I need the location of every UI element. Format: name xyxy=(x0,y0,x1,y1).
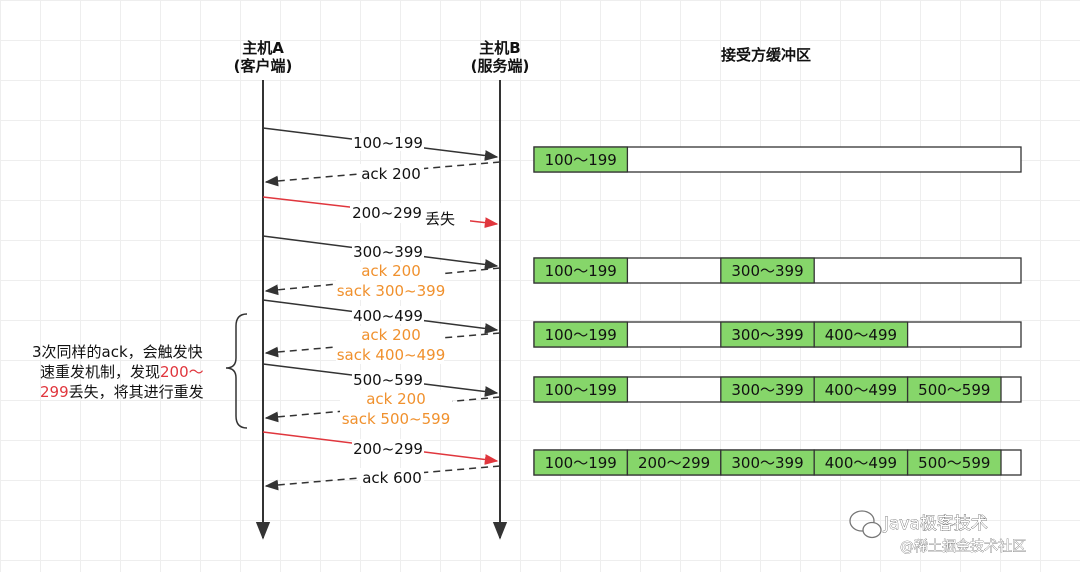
buffer-cell-filled xyxy=(813,376,909,403)
lost-text: 丢失 xyxy=(425,210,455,228)
buffer-cell-filled xyxy=(720,376,815,403)
note-line-1: 3次同样的ack，会触发快 xyxy=(32,343,203,361)
lost-segment-label: 200~299 xyxy=(352,204,422,222)
label-bg xyxy=(336,326,444,364)
ack-label: ack 200 xyxy=(361,326,421,344)
segment-label: 400~499 xyxy=(353,307,423,325)
brace xyxy=(225,313,248,429)
receive-buffer: 100～199 100～199 300～399 100～199 300～399 400～4… xyxy=(533,146,1022,476)
label-bg xyxy=(352,439,424,457)
buffer-cell-label: 300～399 xyxy=(731,381,803,399)
sack-arrow xyxy=(264,332,501,358)
note-line-2-highlight: 200～ xyxy=(160,363,204,381)
buffer-cell-label: 100～199 xyxy=(545,151,617,169)
buffer-cell-filled xyxy=(720,257,815,284)
buffer-cell-label: 400～499 xyxy=(825,454,897,472)
note-line-3: 299丢失，将其进行重发 xyxy=(40,383,204,401)
label-bg xyxy=(336,262,444,300)
buffer-cell-filled xyxy=(813,321,909,348)
watermark-title: Java极客技术 xyxy=(883,514,988,534)
buffer-cell-label: 500～599 xyxy=(918,381,990,399)
host-b-subtitle: (服务端) xyxy=(471,57,530,75)
buffer-cell-filled xyxy=(906,449,1002,476)
segment-label: 100~199 xyxy=(353,134,423,152)
sack-arrow xyxy=(264,396,501,423)
ack-arrow xyxy=(264,465,501,491)
label-bg xyxy=(358,164,424,182)
buffer-cell-filled xyxy=(906,376,1002,403)
sack-arrow xyxy=(264,267,501,296)
buffer-cell-label: 100～199 xyxy=(545,381,617,399)
label-bg xyxy=(352,242,424,260)
buffer-cell-filled xyxy=(626,449,722,476)
watermark-source: @稀土掘金技术社区 xyxy=(900,539,1026,555)
buffer-cell-label: 100～199 xyxy=(545,326,617,344)
label-bg xyxy=(352,133,424,151)
buffer-cell-label: 100～199 xyxy=(545,262,617,280)
buffer-cell-filled xyxy=(533,449,629,476)
ack-arrow xyxy=(264,161,501,187)
ack-label: ack 600 xyxy=(362,469,422,487)
watermark: Java极客技术 @稀土掘金技术社区 xyxy=(849,510,1026,555)
buffer-title: 接受方缓冲区 xyxy=(721,46,811,64)
label-bg xyxy=(340,390,452,428)
buffer-cell-filled xyxy=(533,321,629,348)
resend-label: 200~299 xyxy=(353,440,423,458)
host-a-subtitle: (客户端) xyxy=(234,57,293,75)
buffer-cell-label: 200～299 xyxy=(638,454,710,472)
buffer-cell-filled xyxy=(720,321,815,348)
buffer-cell-filled xyxy=(533,376,629,403)
buffer-cell-label: 500～599 xyxy=(918,454,990,472)
label-bg xyxy=(352,370,424,388)
host-b-title: 主机B xyxy=(479,39,520,57)
note-line-3-highlight: 299 xyxy=(40,383,69,401)
segment-label: 300~399 xyxy=(353,243,423,261)
ack-label: ack 200 xyxy=(361,165,421,183)
ack-label: ack 200 xyxy=(366,390,426,408)
buffer-cell-filled xyxy=(533,146,629,173)
note-line-2: 速重发机制，发现200～ xyxy=(40,363,204,381)
note-line-2-text: 速重发机制，发现 xyxy=(40,363,160,381)
buffer-cell-filled xyxy=(813,449,909,476)
buffer-cell-label: 300～399 xyxy=(731,326,803,344)
sack-label: sack 300~399 xyxy=(337,282,446,300)
buffer-cell-label: 400～499 xyxy=(825,381,897,399)
buffer-cell-label: 400～499 xyxy=(825,326,897,344)
buffer-cell-label: 300～399 xyxy=(731,262,803,280)
label-bg xyxy=(350,203,470,223)
sack-label: sack 500~599 xyxy=(342,410,451,428)
sack-label: sack 400~499 xyxy=(337,346,446,364)
label-bg xyxy=(352,306,424,324)
buffer-cell-label: 100～199 xyxy=(545,454,617,472)
wechat-icon xyxy=(849,510,882,539)
host-a-title: 主机A xyxy=(242,39,284,57)
buffer-cell-label: 300～399 xyxy=(731,454,803,472)
segment-label: 500~599 xyxy=(353,371,423,389)
buffer-cell-filled xyxy=(533,257,629,284)
label-bg xyxy=(358,468,424,486)
note-line-3-text: 丢失，将其进行重发 xyxy=(69,383,204,401)
ack-label: ack 200 xyxy=(361,262,421,280)
